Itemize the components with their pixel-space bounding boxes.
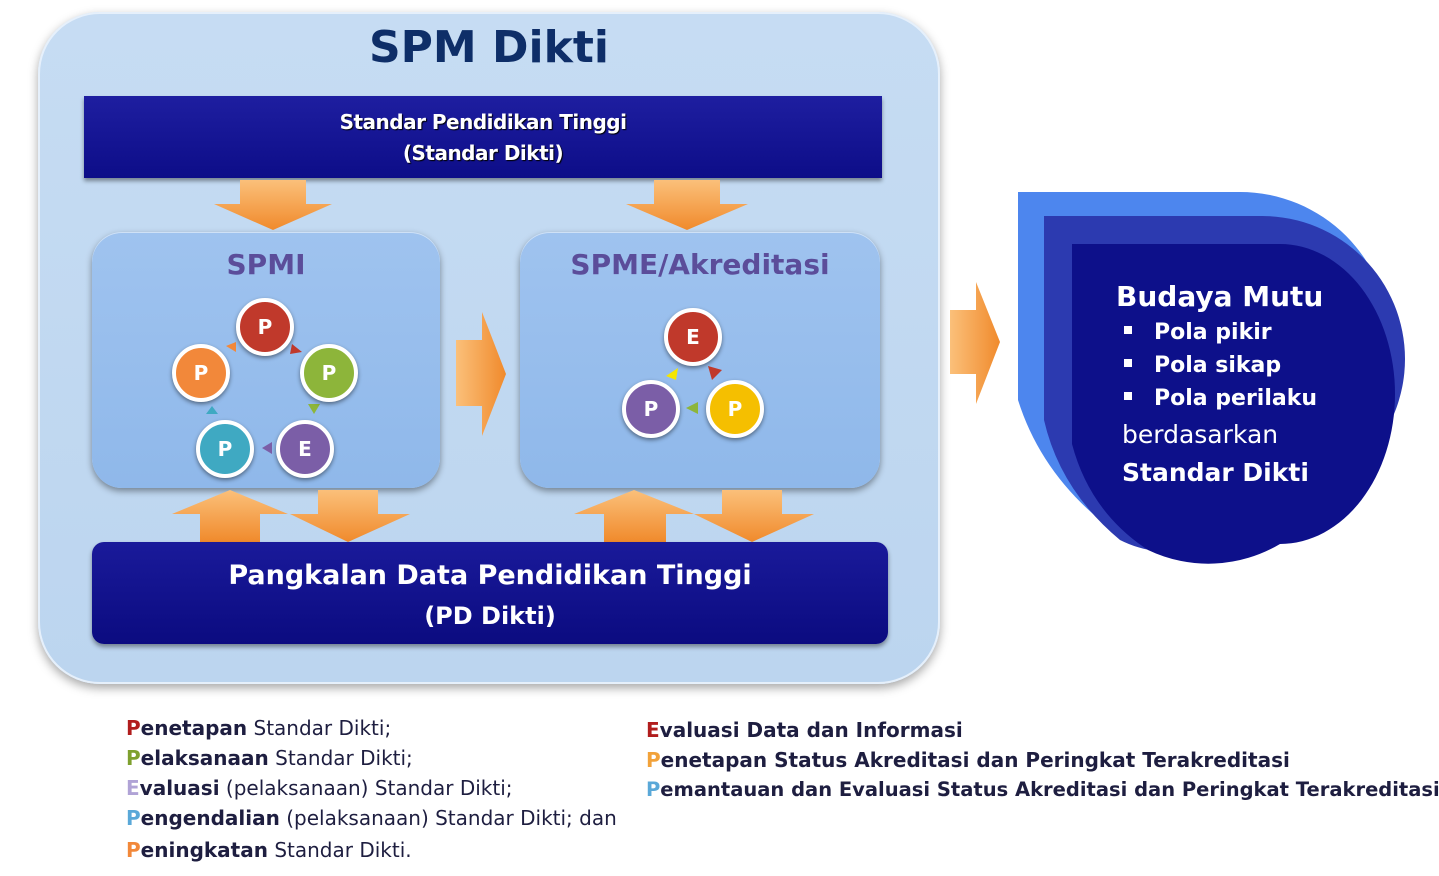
spmi-circle-pengendalian: P: [196, 420, 254, 478]
legend-initial: E: [646, 718, 660, 742]
bullet-text: Pola perilaku: [1154, 386, 1318, 411]
bullet-icon: [1124, 326, 1132, 334]
cycle-arrow-8: [666, 368, 678, 380]
spme-circle-penetapan: P: [706, 380, 764, 438]
legend-term: engendalian: [140, 806, 280, 830]
legend-term: elaksanaan: [140, 746, 269, 770]
cycle-arrow-3: [308, 404, 320, 414]
bullet-text: Pola sikap: [1154, 353, 1282, 378]
standar-line1: Standar Pendidikan Tinggi: [339, 110, 627, 134]
cycle-arrow-1: [226, 342, 236, 352]
standar-line2: (Standar Dikti): [402, 141, 564, 165]
legend-initial: P: [646, 778, 661, 801]
pd-dikti-bar: Pangkalan Data Pendidikan Tinggi (PD Dik…: [92, 542, 888, 644]
spme-circle-pemantauan: P: [622, 380, 680, 438]
spmi-circle-evaluasi: E: [276, 420, 334, 478]
legend-right-1: Evaluasi Data dan Informasi: [646, 718, 963, 742]
legend-term: eningkatan: [140, 838, 268, 862]
spmi-circle-pelaksanaan: P: [300, 344, 358, 402]
spmi-title: SPMI: [226, 248, 306, 281]
pd-line1: Pangkalan Data Pendidikan Tinggi: [228, 560, 752, 591]
cycle-arrow-5: [206, 406, 218, 414]
spmi-panel: SPMI: [92, 232, 440, 488]
legend-term: valuasi Data dan Informasi: [659, 718, 963, 742]
legend-right-3: Pemantauan dan Evaluasi Status Akreditas…: [646, 778, 1439, 801]
legend-rest: Standar Dikti;: [268, 746, 413, 770]
legend-rest: Standar Dikti.: [267, 838, 412, 862]
spme-circle-evaluasi: E: [664, 308, 722, 366]
right-arrow-spmi-spme: [456, 312, 506, 436]
bullet-icon: [1124, 392, 1132, 400]
up-arrow-spmi: [172, 490, 288, 542]
legend-initial: P: [126, 716, 141, 740]
cycle-arrow-4: [262, 442, 272, 454]
legend-term: enetapan: [140, 716, 248, 740]
legend-left-2: Pelaksanaan Standar Dikti;: [126, 746, 413, 770]
legend-initial: P: [126, 746, 141, 770]
legend-left-3: Evaluasi (pelaksanaan) Standar Dikti;: [126, 776, 513, 800]
cycle-arrow-6: [708, 366, 722, 380]
right-arrow-budaya: [950, 282, 1000, 404]
budaya-tail2: Standar Dikti: [1122, 458, 1309, 487]
diagram-title: SPM Dikti: [368, 22, 610, 73]
down-arrow-spme: [626, 180, 748, 230]
legend-initial: P: [646, 748, 661, 772]
spme-title: SPME/Akreditasi: [570, 248, 830, 281]
legend-rest: (pelaksanaan) Standar Dikti; dan: [279, 806, 617, 830]
legend-right-2: Penetapan Status Akreditasi dan Peringka…: [646, 748, 1290, 772]
pd-line2: (PD Dikti): [424, 602, 556, 630]
cycle-arrow-2: [290, 344, 302, 354]
legend-initial: P: [126, 806, 141, 830]
legend-term: valuasi: [139, 776, 220, 800]
bullet-icon: [1124, 359, 1132, 367]
up-arrow-spme: [574, 490, 694, 542]
down-arrow-spmi-pd: [290, 490, 410, 542]
spme-panel: SPME/Akreditasi: [520, 232, 880, 488]
legend-left-1: Penetapan Standar Dikti;: [126, 716, 391, 740]
spmi-circle-peningkatan: P: [172, 344, 230, 402]
standar-dikti-bar: Standar Pendidikan Tinggi (Standar Dikti…: [84, 96, 882, 178]
budaya-tail1: berdasarkan: [1122, 420, 1279, 449]
down-arrow-spme-pd: [694, 490, 814, 542]
legend-left-5: Peningkatan Standar Dikti.: [126, 838, 412, 862]
budaya-title: Budaya Mutu: [1116, 280, 1324, 313]
budaya-bullet-1: Pola pikir: [1124, 320, 1272, 345]
legend-initial: P: [126, 838, 141, 862]
budaya-bullet-2: Pola sikap: [1124, 353, 1281, 378]
bullet-text: Pola pikir: [1154, 320, 1272, 345]
legend-rest: (pelaksanaan) Standar Dikti;: [219, 776, 513, 800]
legend-initial: E: [126, 776, 140, 800]
spmi-circle-penetapan: P: [236, 298, 294, 356]
budaya-shape-front: [1072, 244, 1395, 564]
budaya-bullet-3: Pola perilaku: [1124, 386, 1317, 411]
legend-left-4: Pengendalian (pelaksanaan) Standar Dikti…: [126, 806, 617, 830]
legend-rest: Standar Dikti;: [247, 716, 392, 740]
down-arrow-spmi: [214, 180, 332, 230]
legend-term: enetapan Status Akreditasi dan Peringkat…: [660, 748, 1290, 772]
legend-term: emantauan dan Evaluasi Status Akreditasi…: [660, 778, 1439, 801]
cycle-arrow-7: [686, 402, 698, 414]
